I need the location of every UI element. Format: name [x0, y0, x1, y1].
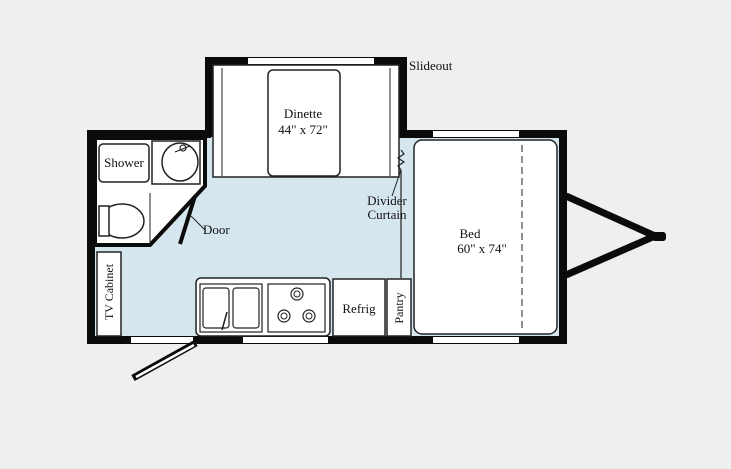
bathroom-door	[178, 195, 197, 245]
tv-cabinet-box	[96, 251, 122, 337]
pantry-box	[386, 278, 412, 337]
slideout-label: Slideout	[409, 58, 453, 73]
dinette	[212, 64, 400, 178]
bed-size-label: 60" x 74"	[457, 241, 507, 256]
curtain-label: Curtain	[368, 207, 407, 222]
entry-door	[131, 339, 198, 382]
trailer-hitch	[564, 192, 664, 279]
shower-label: Shower	[104, 155, 144, 170]
kitchen-counter	[195, 277, 331, 337]
hitch-coupler	[652, 232, 666, 241]
dinette-size-label: 44" x 72"	[278, 122, 328, 137]
door-label: Door	[203, 222, 230, 237]
door-leader	[190, 215, 206, 231]
divider-label: Divider	[367, 193, 407, 208]
bathroom	[93, 136, 207, 247]
bed-label: Bed	[460, 226, 481, 241]
divider-curtain	[396, 149, 406, 278]
windows	[131, 58, 519, 343]
refrig-label: Refrig	[342, 301, 376, 316]
bed	[413, 139, 558, 335]
pantry-label: Pantry	[392, 292, 406, 323]
dinette-label: Dinette	[284, 106, 322, 121]
tv-cabinet-label: TV Cabinet	[102, 263, 116, 320]
refrigerator-box	[332, 278, 386, 337]
curtain-leader	[391, 169, 402, 197]
